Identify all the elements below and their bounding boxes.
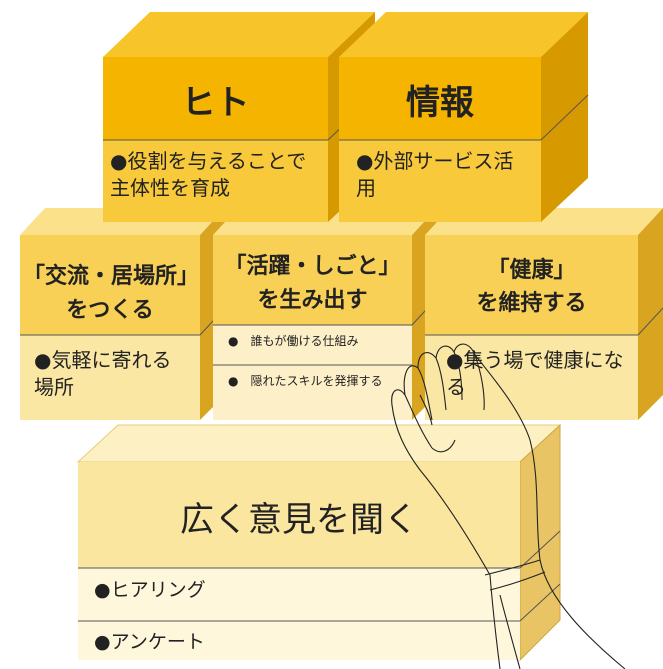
kenko-body: ●集う場で健康になる bbox=[446, 348, 624, 399]
katsuyaku-title-line2: を生み出す bbox=[257, 288, 368, 313]
block-koryu bbox=[20, 208, 226, 420]
block-joho bbox=[339, 12, 589, 222]
iken-title: 広く意見を聞く bbox=[180, 500, 418, 540]
koryu-title-line1: 「交流・居場所」 bbox=[22, 264, 199, 289]
joho-title: 情報 bbox=[406, 83, 474, 123]
koryu-body: ●気軽に寄れる場所 bbox=[34, 348, 172, 399]
hand-sketch bbox=[391, 343, 626, 669]
kenko-title-line2: を維持する bbox=[476, 291, 587, 316]
kenko-title-line1: 「健康」 bbox=[487, 258, 576, 283]
iken-item-1: ●ヒアリング bbox=[94, 579, 206, 601]
hito-body: ●役割を与えることで主体性を育成 bbox=[110, 149, 307, 200]
block-iken bbox=[76, 423, 562, 662]
katsuyaku-item-1: ● 誰もが働ける仕組み bbox=[228, 334, 359, 348]
katsuyaku-title-line1: 「活躍・しごと」 bbox=[224, 254, 401, 279]
joho-body: ●外部サービス活用 bbox=[356, 149, 514, 200]
katsuyaku-item-2: ● 隠れたスキルを発揮する bbox=[228, 374, 383, 388]
koryu-title-line2: をつくる bbox=[66, 298, 154, 323]
hito-title: ヒト bbox=[181, 83, 250, 123]
iken-item-2: ●アンケート bbox=[94, 631, 205, 653]
